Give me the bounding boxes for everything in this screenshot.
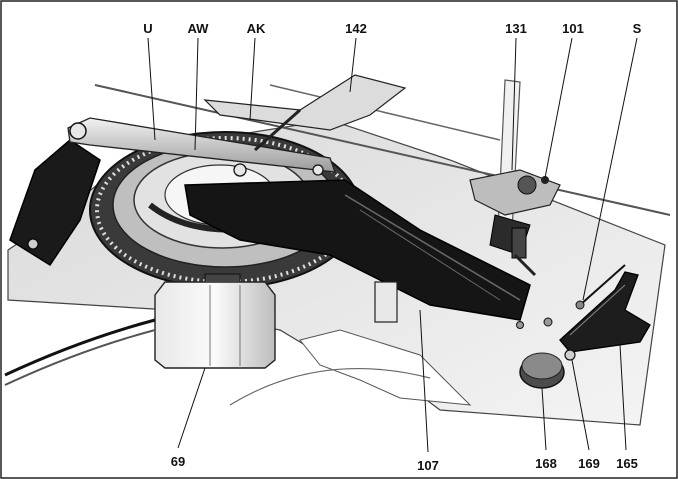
label-AW: AW xyxy=(188,21,210,36)
lever-U xyxy=(67,117,336,173)
label-S: S xyxy=(633,21,642,36)
disc-168-top xyxy=(521,352,563,380)
label-107: 107 xyxy=(417,458,439,473)
label-131: 131 xyxy=(505,21,527,36)
bracket-hole xyxy=(27,238,39,250)
platter-edge-arc xyxy=(229,367,431,406)
label-142: 142 xyxy=(345,21,367,36)
label-69: 69 xyxy=(171,454,185,469)
rail xyxy=(94,84,671,216)
lever-142 xyxy=(203,74,407,131)
cable xyxy=(4,329,156,386)
screw xyxy=(543,317,553,327)
assembly-101 xyxy=(469,169,561,277)
rail xyxy=(269,84,501,141)
label-168: 168 xyxy=(535,456,557,471)
cable xyxy=(4,318,156,377)
leader-lines xyxy=(147,37,638,453)
main-arm-107 xyxy=(184,179,531,321)
pivot xyxy=(233,163,247,177)
label-101: 101 xyxy=(562,21,584,36)
link-rod xyxy=(254,108,301,152)
pivot xyxy=(69,122,87,140)
arm-clip xyxy=(374,281,398,323)
label-U: U xyxy=(143,21,152,36)
label-165: 165 xyxy=(616,456,638,471)
label-169: 169 xyxy=(578,456,600,471)
left-bracket xyxy=(9,139,101,267)
arm-rib xyxy=(359,209,501,301)
label-AK: AK xyxy=(247,21,266,36)
spring-anchor xyxy=(575,300,585,310)
screw xyxy=(516,321,524,329)
lever-165 xyxy=(559,271,651,353)
spring-S xyxy=(579,264,626,306)
motor-69 xyxy=(154,273,276,369)
pivot xyxy=(312,164,324,176)
lever-165-ridge xyxy=(569,284,626,336)
pin-169 xyxy=(564,349,576,361)
arm-hinge-rib xyxy=(344,194,521,301)
